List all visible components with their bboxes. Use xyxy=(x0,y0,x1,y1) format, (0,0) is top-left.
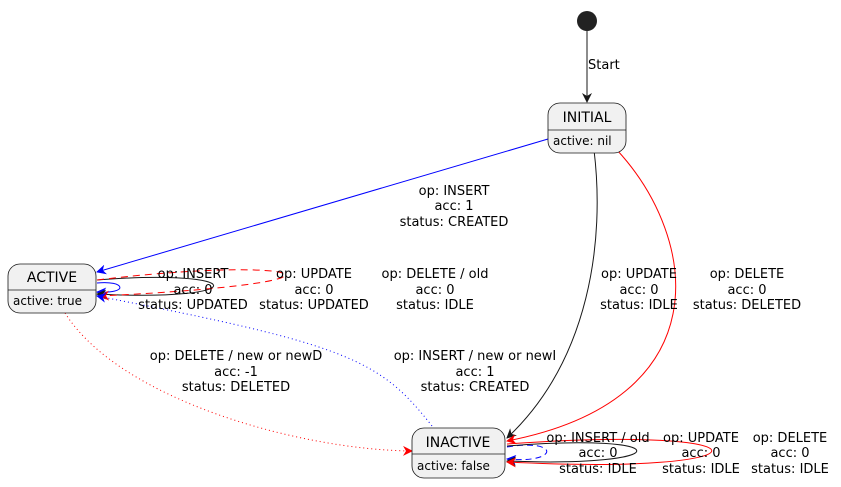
edge-active-self-delete-old xyxy=(96,269,286,301)
label-status: status: IDLE xyxy=(662,462,740,477)
label-initial-to-inactive-update: op: UPDATE acc: 0 status: IDLE xyxy=(600,267,678,313)
label-acc: acc: 0 xyxy=(173,283,212,298)
label-inactive-self-delete: op: DELETE acc: 0 status: IDLE xyxy=(751,431,829,477)
label-op: op: UPDATE xyxy=(663,431,739,446)
label-active-self-delete-old: op: DELETE / old acc: 0 status: IDLE xyxy=(381,267,488,313)
label-op: op: DELETE / old xyxy=(381,267,488,282)
edge-initial-to-inactive-delete xyxy=(506,149,677,445)
edge-inactive-self-update xyxy=(506,442,638,467)
label-acc: acc: 0 xyxy=(770,446,809,461)
state-inactive: INACTIVE active: false xyxy=(411,427,506,479)
label-op: op: UPDATE xyxy=(276,267,352,282)
label-active-to-inactive: op: DELETE / new or newD acc: -1 status:… xyxy=(150,349,323,395)
label-status: status: DELETED xyxy=(693,298,801,313)
state-initial-attr: active: nil xyxy=(553,134,612,148)
edge-inactive-self-insert-old xyxy=(506,444,548,465)
label-inactive-self-update: op: UPDATE acc: 0 status: IDLE xyxy=(662,431,740,477)
label-active-self-insert: op: INSERT acc: 0 status: UPDATED xyxy=(138,267,248,313)
label-op: op: DELETE / new or newD xyxy=(150,349,323,364)
label-op: op: UPDATE xyxy=(601,267,677,282)
label-op: op: INSERT xyxy=(419,184,490,199)
label-initial-to-inactive-delete: op: DELETE acc: 0 status: DELETED xyxy=(693,267,801,313)
label-acc: acc: -1 xyxy=(214,365,258,380)
label-acc: acc: 0 xyxy=(415,283,454,298)
state-active: ACTIVE active: true xyxy=(7,263,97,314)
label-status: status: IDLE xyxy=(559,462,637,477)
state-active-attr: active: true xyxy=(13,294,82,308)
edge-active-to-inactive xyxy=(64,312,413,456)
label-status: status: IDLE xyxy=(396,298,474,313)
label-status: status: CREATED xyxy=(400,215,509,230)
label-op: op: INSERT / old xyxy=(546,431,649,446)
label-op: op: DELETE xyxy=(710,267,785,282)
edge-initial-to-inactive-update xyxy=(506,149,598,439)
label-acc: acc: 0 xyxy=(681,446,720,461)
label-active-self-update: op: UPDATE acc: 0 status: UPDATED xyxy=(259,267,369,313)
label-start: Start xyxy=(588,58,620,73)
label-status: status: UPDATED xyxy=(259,298,369,313)
label-status: status: IDLE xyxy=(600,298,678,313)
state-initial: INITIAL active: nil xyxy=(547,102,627,154)
label-acc: acc: 1 xyxy=(434,199,473,214)
label-op: op: DELETE xyxy=(753,431,828,446)
label-status: status: IDLE xyxy=(751,462,829,477)
label-inactive-self-insert-old: op: INSERT / old acc: 0 status: IDLE xyxy=(546,431,649,477)
edge-initial-to-active-insert xyxy=(96,138,549,275)
label-status: status: UPDATED xyxy=(138,298,248,313)
label-inactive-to-active: op: INSERT / new or newI acc: 1 status: … xyxy=(394,349,557,395)
edge-inactive-self-delete xyxy=(506,438,712,468)
label-status: status: DELETED xyxy=(182,380,290,395)
state-inactive-attr: active: false xyxy=(417,459,490,473)
label-initial-to-active: op: INSERT acc: 1 status: CREATED xyxy=(400,184,509,230)
label-op: op: INSERT / new or newI xyxy=(394,349,557,364)
label-acc: acc: 0 xyxy=(619,283,658,298)
label-acc: acc: 1 xyxy=(455,365,494,380)
label-acc: acc: 0 xyxy=(727,283,766,298)
start-node xyxy=(577,11,597,31)
label-acc: acc: 0 xyxy=(294,283,333,298)
label-op: op: INSERT xyxy=(158,267,229,282)
state-active-title: ACTIVE xyxy=(27,270,77,286)
label-status: status: CREATED xyxy=(421,380,530,395)
state-inactive-title: INACTIVE xyxy=(426,435,491,451)
label-acc: acc: 0 xyxy=(578,446,617,461)
state-initial-title: INITIAL xyxy=(563,110,612,126)
